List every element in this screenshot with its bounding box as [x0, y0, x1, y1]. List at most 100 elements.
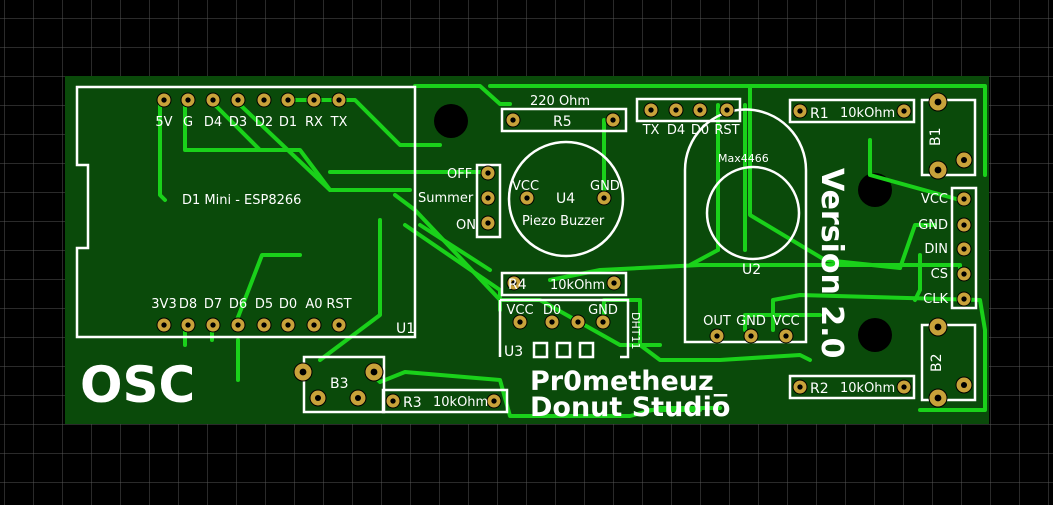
u2-pin-label: GND — [736, 314, 766, 329]
u2-pin-label: VCC — [772, 314, 799, 329]
pad-drill — [390, 398, 396, 404]
serial-pin-label: D4 — [667, 123, 685, 138]
pad-drill — [185, 97, 191, 103]
switch-off-label: OFF — [447, 167, 472, 182]
u1-bottom-pin-label: 3V3 — [151, 297, 176, 312]
pad-drill — [783, 333, 789, 339]
b1-label: B1 — [928, 127, 944, 146]
pad-drill — [961, 222, 967, 228]
u3-name: DHT11 — [629, 312, 642, 349]
pad-drill — [524, 195, 530, 201]
pad-drill — [311, 322, 317, 328]
pad-drill — [549, 319, 555, 325]
pad-drill — [510, 117, 516, 123]
serial-pin-label: D0 — [691, 123, 709, 138]
r3-ref: R3 — [403, 395, 422, 411]
pad-drill — [648, 107, 654, 113]
pad-drill — [185, 322, 191, 328]
u1-top-pin-label: G — [183, 115, 193, 130]
pad-drill — [261, 322, 267, 328]
pad-drill — [485, 170, 491, 176]
pad-drill — [961, 246, 967, 252]
max7219-pin-label: DIN — [924, 242, 948, 257]
pad-drill — [960, 156, 968, 164]
u1-top-pin-label: RX — [305, 115, 323, 130]
pad-drill — [901, 384, 907, 390]
pad-drill — [485, 195, 491, 201]
pad-drill — [235, 322, 241, 328]
b2-label: B2 — [929, 353, 945, 372]
pad-drill — [961, 271, 967, 277]
u3-ref: U3 — [504, 344, 523, 360]
pad-drill — [673, 107, 679, 113]
u2-pin-label: OUT — [703, 314, 731, 329]
pad-drill — [714, 333, 720, 339]
max7219-pin-label: VCC — [921, 192, 948, 207]
pad-drill — [724, 107, 730, 113]
pad-drill — [934, 394, 942, 402]
r4-ref: R4 — [508, 277, 527, 293]
brand-label: OSC — [80, 356, 195, 414]
pad-drill — [210, 322, 216, 328]
switch-on-label: ON — [456, 218, 476, 233]
u2-ref: U2 — [742, 262, 761, 278]
pad-drill — [934, 323, 942, 331]
pad-drill — [961, 296, 967, 302]
u3-pin-label: GND — [588, 303, 618, 318]
u3-pin-labels: VCC D0 GND — [506, 303, 617, 318]
pad-drill — [697, 107, 703, 113]
u4-gnd-label: GND — [590, 179, 620, 194]
u1-name: D1 Mini - ESP8266 — [182, 193, 301, 208]
u1-top-pin-label: 5V — [155, 115, 172, 130]
r1-value: 10kOhm — [840, 106, 895, 121]
pad-drill — [934, 98, 942, 106]
max7219-pin-label: CS — [931, 267, 948, 282]
pad-drill — [601, 195, 607, 201]
pcb-board — [65, 76, 989, 424]
max7219-pin-label: GND — [918, 218, 948, 233]
u1-bottom-pin-label: A0 — [305, 297, 322, 312]
pads — [156, 92, 973, 409]
u1-bottom-pin-label: D8 — [179, 297, 197, 312]
pad-drill — [314, 394, 322, 402]
pad-drill — [370, 368, 378, 376]
pad-drill — [797, 384, 803, 390]
u1-bottom-pin-label: D5 — [255, 297, 273, 312]
r1-ref: R1 — [810, 106, 829, 122]
pad-drill — [517, 319, 523, 325]
r5-value: 220 Ohm — [530, 94, 590, 109]
r4-value: 10kOhm — [550, 278, 605, 293]
u2-name: Max4466 — [718, 152, 769, 165]
pad-drill — [285, 97, 291, 103]
u4-ref: U4 — [556, 191, 575, 207]
r2-ref: R2 — [810, 381, 829, 397]
pad-drill — [299, 368, 307, 376]
r5-ref: R5 — [553, 114, 572, 130]
pad-drill — [336, 97, 342, 103]
serial-pin-label: TX — [642, 123, 660, 138]
version-label: Version 2.0 — [814, 168, 849, 358]
pad-drill — [336, 322, 342, 328]
mounting-hole — [434, 104, 468, 138]
max7219-pin-labels: VCC GND DIN CS CLK — [918, 192, 948, 307]
u1-bottom-pin-label: D7 — [204, 297, 222, 312]
u3-pin-label: VCC — [506, 303, 533, 318]
pad-drill — [161, 97, 167, 103]
pad-drill — [901, 108, 907, 114]
pad-drill — [611, 280, 617, 286]
r3-value: 10kOhm — [433, 395, 488, 410]
u1-top-pin-label: D2 — [255, 115, 273, 130]
pad-drill — [485, 220, 491, 226]
r2-value: 10kOhm — [840, 381, 895, 396]
pad-drill — [961, 196, 967, 202]
max7219-pin-label: CLK — [923, 292, 948, 307]
pad-drill — [511, 280, 517, 286]
u1-ref: U1 — [396, 321, 415, 337]
mounting-hole — [858, 173, 892, 207]
u1-bottom-pin-label: D6 — [229, 297, 247, 312]
mounting-hole — [858, 318, 892, 352]
b3-label: B3 — [330, 376, 349, 392]
u3-pin-label: D0 — [543, 303, 561, 318]
